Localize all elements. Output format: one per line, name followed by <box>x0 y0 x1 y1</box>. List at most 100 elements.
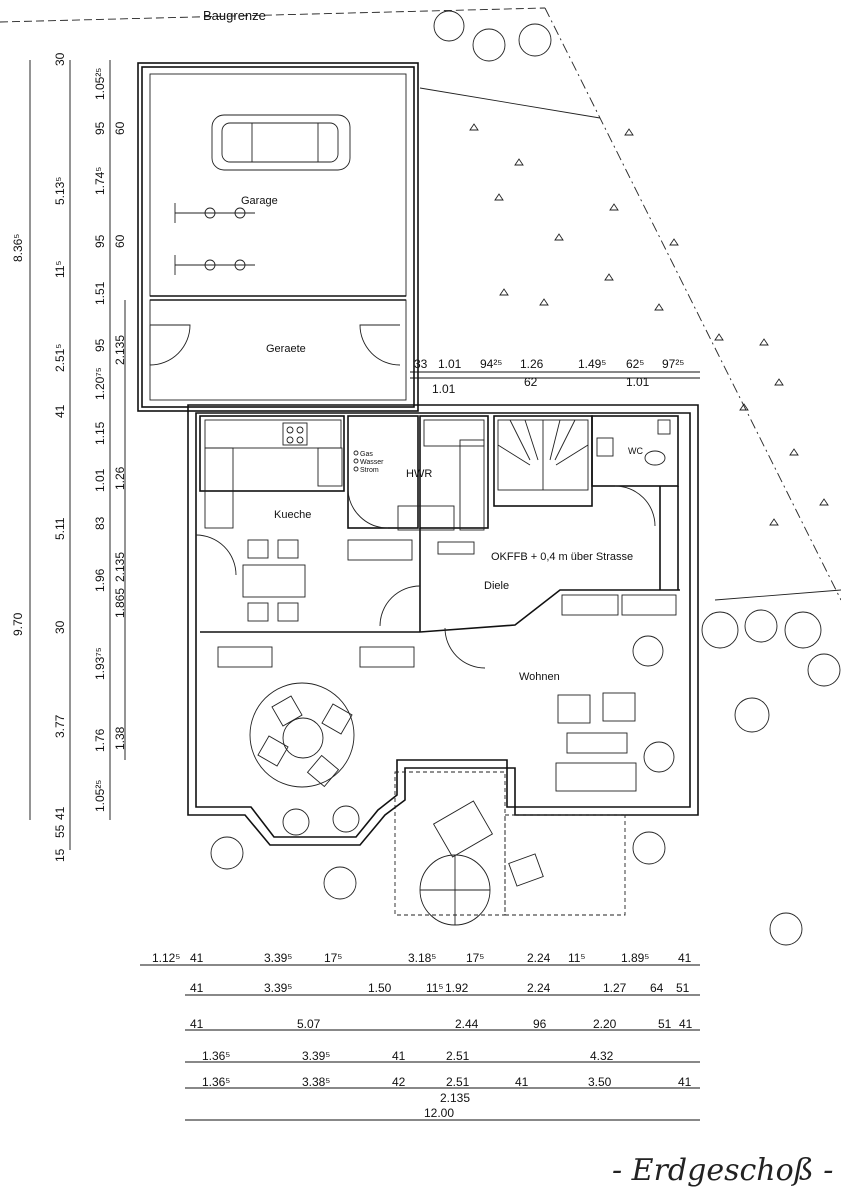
dim-label: 1.89⁵ <box>621 951 649 965</box>
dim-label: 1.01 <box>93 468 107 492</box>
bottom-dim-row-4: 1.36⁵ 3.39⁵ 41 2.51 4.32 <box>202 1049 614 1063</box>
dim-label: 1.49⁵ <box>578 357 606 371</box>
living-furniture <box>217 594 677 792</box>
dim-label: 2.135 <box>113 335 127 365</box>
bottom-dim-row-3: 41 5.07 2.44 96 2.20 51 41 <box>190 1017 693 1031</box>
dim-label: 11⁵ <box>426 981 443 995</box>
dim-label: 30 <box>53 620 67 634</box>
dim-label: 2.24 <box>527 981 551 995</box>
dim-label: 2.51 <box>446 1049 470 1063</box>
dining-table <box>242 539 306 622</box>
dim-label: 55 <box>53 824 67 838</box>
dim-label: 1.20⁷⁵ <box>93 367 107 400</box>
utility-wasser: Wasser <box>360 459 384 466</box>
dim-label: 11⁵ <box>53 261 67 278</box>
dim-label: 42 <box>392 1075 406 1089</box>
dim-label: 95 <box>93 121 107 135</box>
utility-strom: Strom <box>360 467 379 474</box>
dim-label: 4.32 <box>590 1049 614 1063</box>
bottom-dim-row-5: 1.36⁵ 3.38⁵ 42 2.51 41 3.50 41 <box>202 1075 692 1089</box>
dim-label: 97²⁵ <box>662 357 684 371</box>
dim-label: 3.18⁵ <box>408 951 436 965</box>
left-dim-innermost: 2.135 1.26 2.135 1.865 1.38 <box>113 335 127 750</box>
dim-label: 96 <box>533 1017 547 1031</box>
site-boundary <box>0 7 841 601</box>
utility-gas: Gas <box>360 451 373 458</box>
bottom-dim-row-2: 41 3.39⁵ 1.50 11⁵ 1.92 2.24 1.27 64 51 <box>190 981 690 995</box>
dim-label: 1.05²⁵ <box>93 68 107 100</box>
wc-fixtures <box>596 419 671 466</box>
dim-label: 1.15 <box>93 421 107 445</box>
dim-label: 1.50 <box>368 981 392 995</box>
dim-label: 41 <box>392 1049 406 1063</box>
dim-label: 17⁵ <box>324 951 342 965</box>
dim-label: 1.05²⁵ <box>93 780 107 812</box>
dim-label: 51 <box>676 981 690 995</box>
utility-point <box>353 450 359 456</box>
dim-label: 1.96 <box>93 568 107 592</box>
dim-label: 3.77 <box>53 714 67 738</box>
dim-label: 1.92 <box>445 981 469 995</box>
room-label-wohnen: Wohnen <box>519 671 560 683</box>
room-label-geraete: Geraete <box>266 343 306 355</box>
dim-label: 95 <box>93 234 107 248</box>
dim-label: 2.51 <box>446 1075 470 1089</box>
dim-label: 64 <box>650 981 664 995</box>
tree-icons <box>210 10 841 946</box>
room-label-hwr: HWR <box>406 468 432 480</box>
house-outline <box>187 404 699 846</box>
dim-label: 3.39⁵ <box>264 981 292 995</box>
dim-label: 2.20 <box>593 1017 617 1031</box>
dim-label: 62⁵ <box>626 357 644 371</box>
room-label-kueche: Kueche <box>274 509 311 521</box>
utility-point <box>353 466 359 472</box>
utility-point <box>353 458 359 464</box>
left-dim-mid: 30 1.05²⁵ 5.13⁵ 11⁵ 2.51⁵ 41 5.11 30 3.7… <box>53 52 107 862</box>
room-label-garage: Garage <box>241 195 278 207</box>
dim-label: 1.76 <box>93 728 107 752</box>
bottom-dimension-lines <box>140 964 700 1121</box>
plan-title: - Erdgeschoß - <box>612 1153 833 1188</box>
dim-label: 41 <box>53 404 67 418</box>
dim-label: 41 <box>190 951 204 965</box>
dim-label: 1.93⁷⁵ <box>93 647 107 680</box>
top-dim-row-2: 1.01 62 1.01 <box>432 375 650 396</box>
dim-label: 1.74⁵ <box>93 167 107 195</box>
dim-label: 1.51 <box>93 281 107 305</box>
dim-label: 1.26 <box>113 466 127 490</box>
dim-label: 9.70 <box>11 612 25 636</box>
dim-label: 2.135 <box>113 552 127 582</box>
dim-label: 11⁵ <box>568 951 585 965</box>
dim-label: 1.38 <box>113 726 127 750</box>
dim-label: 15 <box>53 848 67 862</box>
okffb-note: OKFFB + 0,4 m über Strasse <box>491 551 633 563</box>
dim-label-extra: 2.135 <box>440 1091 470 1105</box>
dim-label: 41 <box>190 981 204 995</box>
dim-label: 41 <box>515 1075 529 1089</box>
room-label-diele: Diele <box>484 580 509 592</box>
dim-label: 1.26 <box>520 357 544 371</box>
staircase <box>497 419 589 491</box>
dim-label: 3.50 <box>588 1075 612 1089</box>
bicycle-icon <box>174 255 255 275</box>
dim-label: 41 <box>678 951 692 965</box>
dim-label: 83 <box>93 516 107 530</box>
dim-label: 1.01 <box>432 382 456 396</box>
dim-label: 95 <box>93 338 107 352</box>
dim-label: 41 <box>678 1075 692 1089</box>
terrace <box>394 771 626 926</box>
dim-label: 1.01 <box>626 375 650 389</box>
dim-label: 60 <box>113 121 127 135</box>
dim-label: 1.12⁵ <box>152 951 180 965</box>
kitchen-counter <box>204 419 343 529</box>
dim-label: 5.07 <box>297 1017 321 1031</box>
dim-label: 1.27 <box>603 981 627 995</box>
grass-marks <box>469 123 829 526</box>
dim-label: 41 <box>53 806 67 820</box>
door-arcs <box>195 485 656 669</box>
dim-label-total: 12.00 <box>424 1106 454 1120</box>
dim-label: 30 <box>53 52 67 66</box>
top-dimension-lines <box>410 371 700 379</box>
dim-label: 5.11 <box>53 517 67 540</box>
